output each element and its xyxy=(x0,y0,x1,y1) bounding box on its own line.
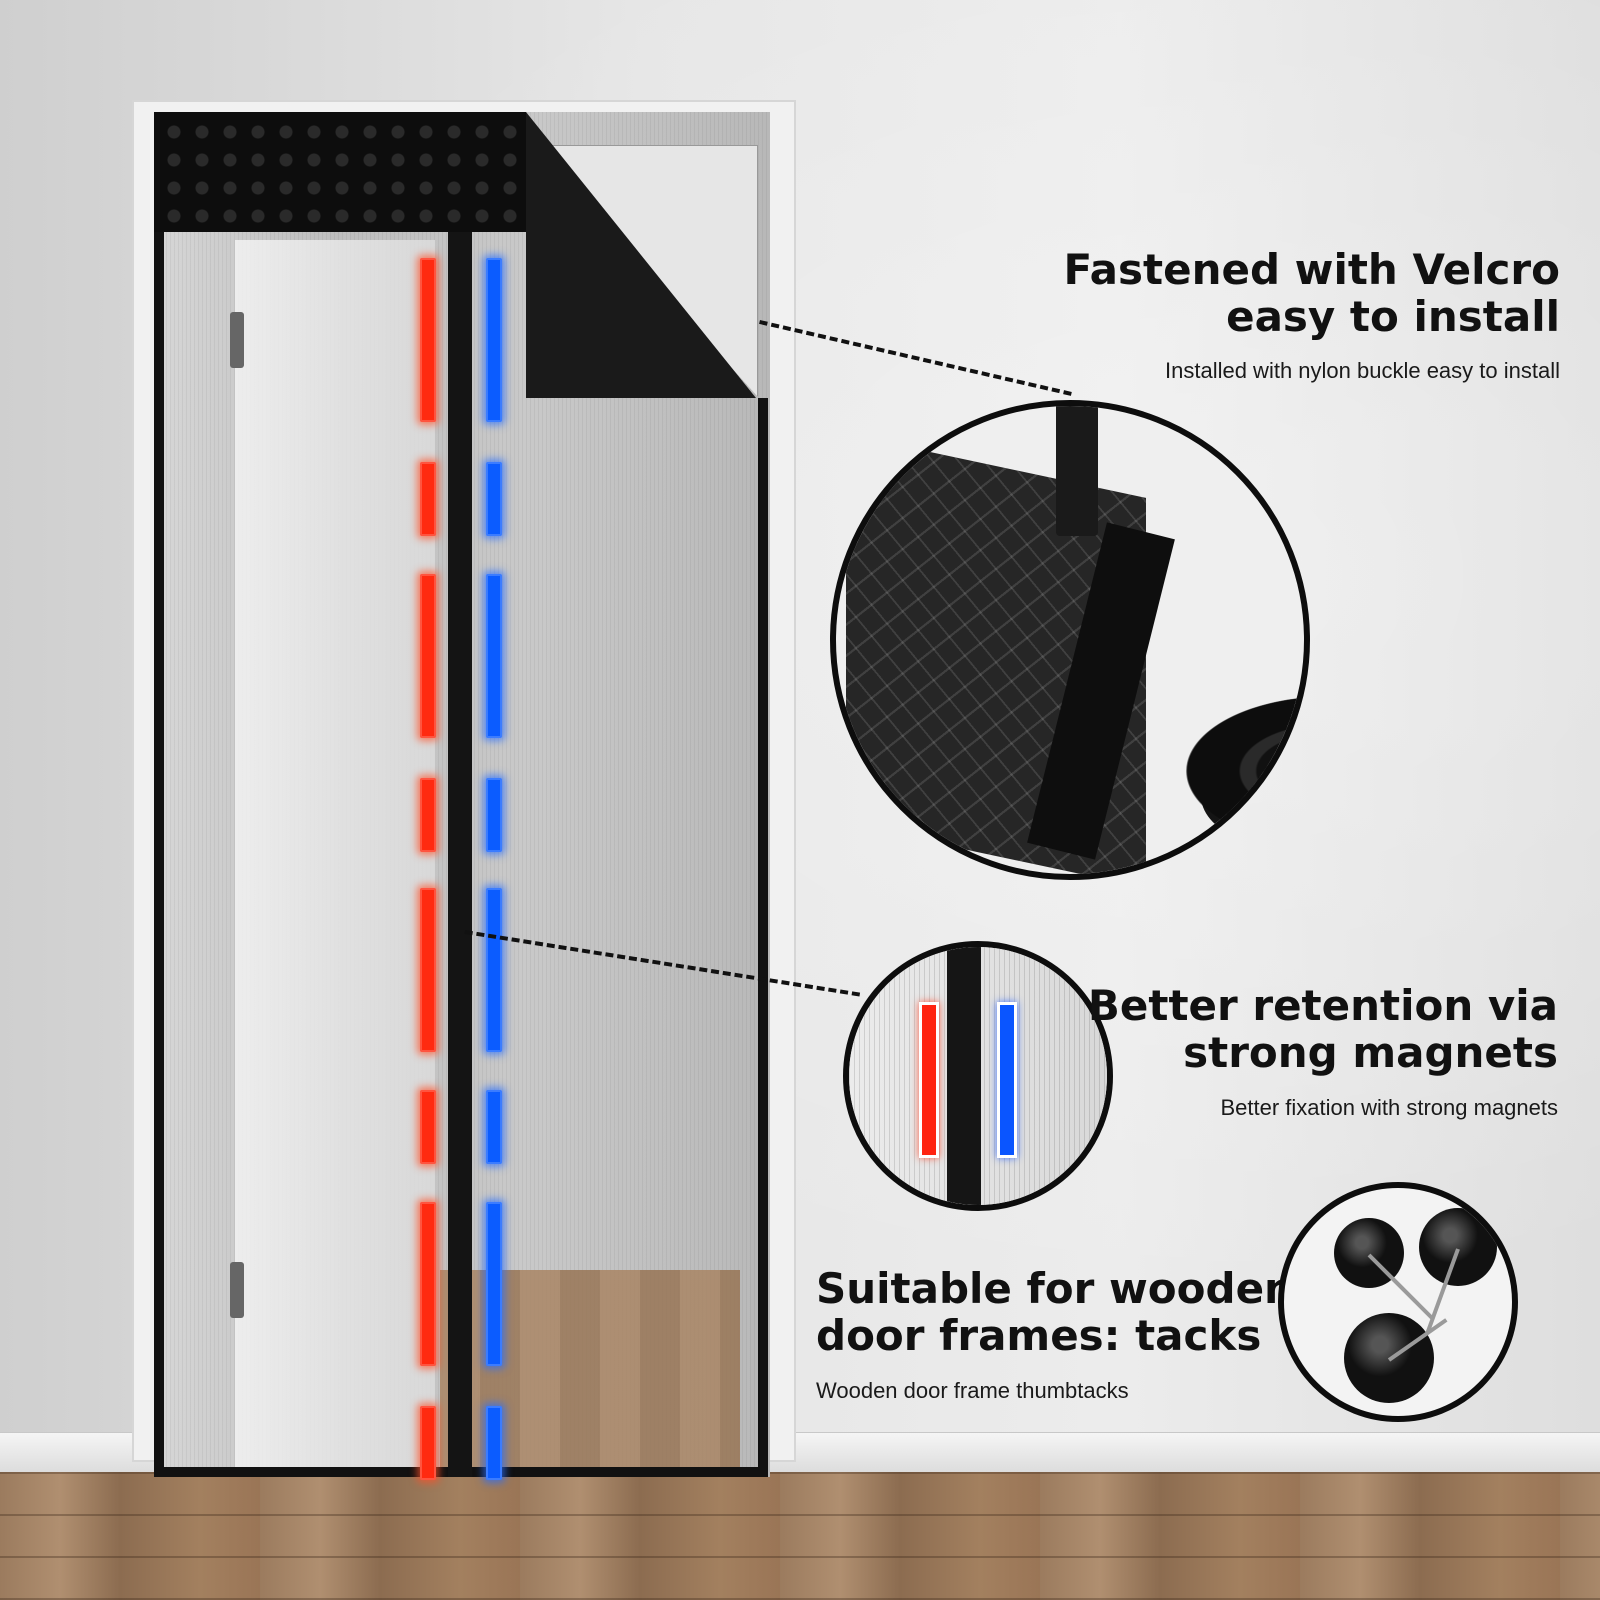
red-magnet xyxy=(420,1090,436,1164)
magnets-title: Better retention via strong magnets xyxy=(1088,982,1558,1076)
blue-magnet xyxy=(486,258,502,422)
velcro-subtitle: Installed with nylon buckle easy to inst… xyxy=(1165,358,1560,383)
thumbtack xyxy=(1419,1208,1497,1286)
red-magnet xyxy=(420,574,436,738)
red-magnet xyxy=(420,888,436,1052)
velcro-title: Fastened with Velcro easy to install xyxy=(1063,246,1560,340)
velcro-strap xyxy=(1056,406,1098,536)
blue-magnet xyxy=(486,778,502,852)
red-magnet xyxy=(420,462,436,536)
tacks-subtitle: Wooden door frame thumbtacks xyxy=(816,1378,1129,1403)
thumbtack xyxy=(1344,1313,1434,1403)
velcro-roll xyxy=(1186,696,1304,846)
red-magnet xyxy=(420,1406,436,1480)
velcro-title-line1: Fastened with Velcro xyxy=(1063,245,1560,294)
seam-closeup xyxy=(947,947,981,1205)
blue-magnet xyxy=(486,462,502,536)
blue-magnet xyxy=(486,1406,502,1480)
thumbtack xyxy=(1334,1218,1404,1288)
blue-magnet-closeup xyxy=(997,1002,1017,1158)
magnet-strip-icon xyxy=(843,941,1113,1211)
thumbtack-icon xyxy=(1278,1182,1518,1422)
velcro-title-line2: easy to install xyxy=(1226,292,1560,342)
lace-valance xyxy=(154,112,526,232)
room-floor-behind xyxy=(440,1270,740,1470)
red-magnet-closeup xyxy=(919,1002,939,1158)
magnets-subtitle: Better fixation with strong magnets xyxy=(1220,1095,1559,1120)
tacks-title-line2: door frames: tacks xyxy=(816,1311,1262,1361)
red-magnet xyxy=(420,1202,436,1366)
floor-planks xyxy=(0,1472,1600,1600)
blue-magnet xyxy=(486,574,502,738)
magnets-title-line1: Better retention via xyxy=(1087,981,1558,1030)
wood-floor xyxy=(0,1472,1600,1600)
door-hinge-bottom xyxy=(230,1262,244,1318)
screen-left-border xyxy=(154,232,164,1477)
red-magnet xyxy=(420,778,436,852)
tacks-title-line1: Suitable for wooden xyxy=(816,1264,1294,1313)
screen-right-border xyxy=(758,398,768,1477)
door-hinge-top xyxy=(230,312,244,368)
red-magnet xyxy=(420,258,436,422)
blue-magnet xyxy=(486,1202,502,1366)
center-magnetic-seam xyxy=(448,232,472,1477)
velcro-roll-icon xyxy=(830,400,1310,880)
blue-magnet xyxy=(486,888,502,1052)
blue-magnet xyxy=(486,1090,502,1164)
tacks-title: Suitable for wooden door frames: tacks xyxy=(816,1265,1294,1359)
magnets-title-line2: strong magnets xyxy=(1183,1028,1558,1078)
open-door-behind xyxy=(235,240,435,1470)
